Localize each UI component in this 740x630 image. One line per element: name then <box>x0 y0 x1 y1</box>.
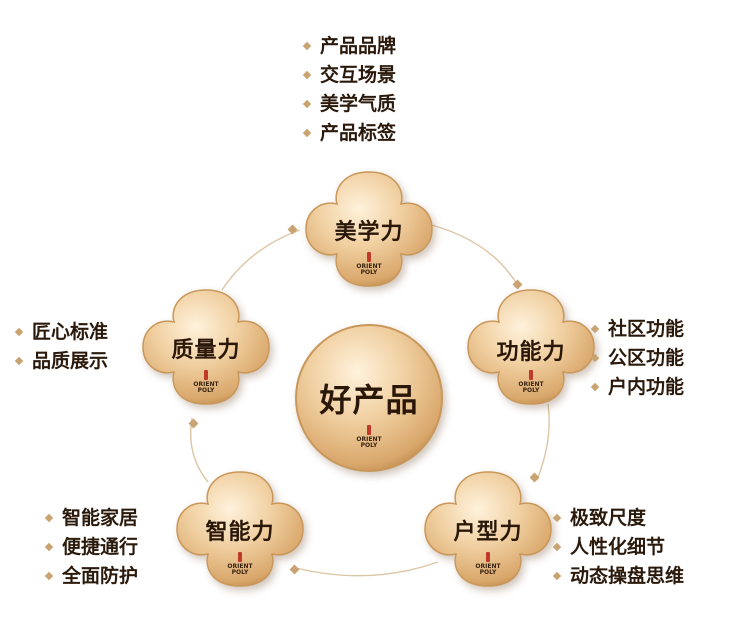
center-logo: ORIENT POLY <box>296 425 442 449</box>
node-function: 功能力 ORIENT POLY <box>468 290 594 404</box>
list-item: 品质展示 <box>14 347 108 376</box>
list-item: 户内功能 <box>590 373 684 402</box>
list-item: 产品标签 <box>302 119 396 148</box>
bullet-diamond-icon <box>302 99 312 109</box>
brand-mark-icon <box>367 425 371 435</box>
node-label: 功能力 <box>496 339 566 365</box>
node-label: 美学力 <box>334 219 404 245</box>
bullet-diamond-icon <box>590 324 600 334</box>
arrow-marker-4 <box>289 564 300 575</box>
node-shape-smart <box>176 471 304 587</box>
list-item: 便捷通行 <box>44 533 138 562</box>
node-label: 户型力 <box>453 519 523 545</box>
center-circle <box>295 324 443 472</box>
brand-mark-icon <box>204 370 208 380</box>
list-item: 全面防护 <box>44 562 138 591</box>
bullet-diamond-icon <box>552 513 562 523</box>
list-item: 人性化细节 <box>552 533 684 562</box>
node-logo: ORIENT POLY <box>143 370 269 394</box>
logo-text: ORIENT <box>356 263 382 270</box>
quality-items: 匠心标准 品质展示 <box>14 318 108 376</box>
list-item: 匠心标准 <box>14 318 108 347</box>
logo-text: POLY <box>360 442 378 449</box>
node-logo: ORIENT POLY <box>177 552 303 576</box>
logo-text: ORIENT <box>227 563 253 570</box>
node-aesthetics: 美学力 ORIENT POLY <box>306 172 432 286</box>
unit-type-items: 极致尺度 人性化细节 动态操盘思维 <box>552 504 684 591</box>
arrow-marker-1 <box>287 224 298 235</box>
bullet-diamond-icon <box>590 382 600 392</box>
logo-text: ORIENT <box>193 381 219 388</box>
bullet-diamond-icon <box>552 571 562 581</box>
arrow-marker-3 <box>529 472 540 483</box>
connector-unittype-smart <box>295 561 439 577</box>
node-shape-unit-type <box>424 471 552 587</box>
list-item: 动态操盘思维 <box>552 562 684 591</box>
node-label: 智能力 <box>205 519 275 545</box>
connector-quality-aesthetics <box>221 229 301 291</box>
node-logo: ORIENT POLY <box>306 252 432 276</box>
bullet-diamond-icon <box>14 327 24 337</box>
list-item: 公区功能 <box>590 344 684 373</box>
node-shape-quality <box>142 289 270 405</box>
bullet-diamond-icon <box>302 41 312 51</box>
logo-text: ORIENT <box>356 436 382 443</box>
center-label: 好产品 <box>319 381 419 419</box>
brand-mark-icon <box>486 552 490 562</box>
bullet-diamond-icon <box>14 356 24 366</box>
bullet-diamond-icon <box>44 513 54 523</box>
logo-text: POLY <box>231 569 249 576</box>
bullet-diamond-icon <box>302 70 312 80</box>
connector-function-unittype <box>536 403 550 481</box>
bullet-diamond-icon <box>44 571 54 581</box>
center-node: 好产品 ORIENT POLY <box>296 325 442 471</box>
node-unit-type: 户型力 ORIENT POLY <box>425 472 551 586</box>
bullet-diamond-icon <box>302 128 312 138</box>
logo-text: ORIENT <box>475 563 501 570</box>
brand-mark-icon <box>238 552 242 562</box>
bullet-diamond-icon <box>44 542 54 552</box>
node-smart: 智能力 ORIENT POLY <box>177 472 303 586</box>
list-item: 交互场景 <box>302 61 396 90</box>
logo-text: POLY <box>197 387 215 394</box>
smart-items: 智能家居 便捷通行 全面防护 <box>44 504 138 591</box>
bullet-diamond-icon <box>552 542 562 552</box>
list-item: 美学气质 <box>302 90 396 119</box>
list-item: 极致尺度 <box>552 504 684 533</box>
node-shape-aesthetics <box>305 171 433 287</box>
node-label: 质量力 <box>171 337 241 363</box>
list-item: 社区功能 <box>590 315 684 344</box>
arrow-marker-5 <box>188 418 199 429</box>
aesthetics-items: 产品品牌 交互场景 美学气质 产品标签 <box>302 32 396 148</box>
arrow-marker-2 <box>512 279 523 290</box>
node-quality: 质量力 ORIENT POLY <box>143 290 269 404</box>
bullet-diamond-icon <box>590 353 600 363</box>
brand-mark-icon <box>529 370 533 380</box>
list-item: 智能家居 <box>44 504 138 533</box>
node-logo: ORIENT POLY <box>468 370 594 394</box>
list-item: 产品品牌 <box>302 32 396 61</box>
node-shape-function <box>467 289 595 405</box>
brand-mark-icon <box>367 252 371 262</box>
logo-text: POLY <box>522 387 540 394</box>
function-items: 社区功能 公区功能 户内功能 <box>590 315 684 402</box>
logo-text: POLY <box>360 269 378 276</box>
connector-aesthetics-function <box>419 221 519 287</box>
logo-text: POLY <box>479 569 497 576</box>
node-logo: ORIENT POLY <box>425 552 551 576</box>
logo-text: ORIENT <box>518 381 544 388</box>
